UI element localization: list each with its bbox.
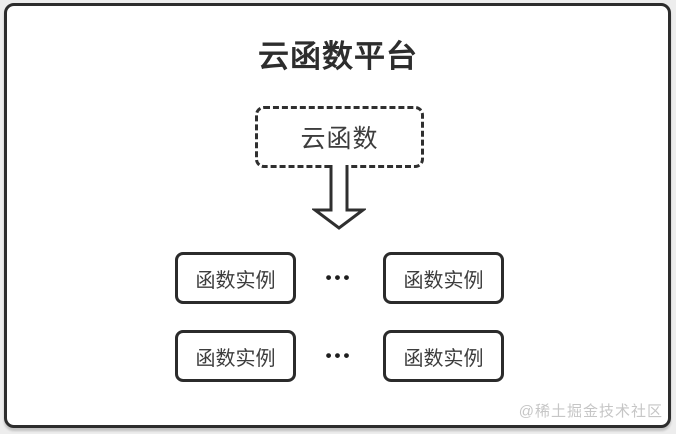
function-instance-node: 函数实例 [175,330,296,382]
function-instance-node: 函数实例 [175,252,296,304]
ellipsis-row-1: ••• [325,268,353,287]
down-block-arrow-icon [312,165,366,230]
diagram-title: 云函数平台 [258,39,418,74]
function-instance-node: 函数实例 [383,330,504,382]
function-instance-label: 函数实例 [195,269,276,292]
function-instance-label: 函数实例 [403,347,484,370]
function-instance-node: 函数实例 [383,252,504,304]
cloud-function-node: 云函数 [255,106,424,168]
ellipsis-row-2: ••• [325,346,353,365]
watermark: @稀土掘金技术社区 [518,403,663,420]
cloud-function-label: 云函数 [300,125,379,153]
function-instance-label: 函数实例 [195,347,276,370]
function-instance-label: 函数实例 [403,269,484,292]
